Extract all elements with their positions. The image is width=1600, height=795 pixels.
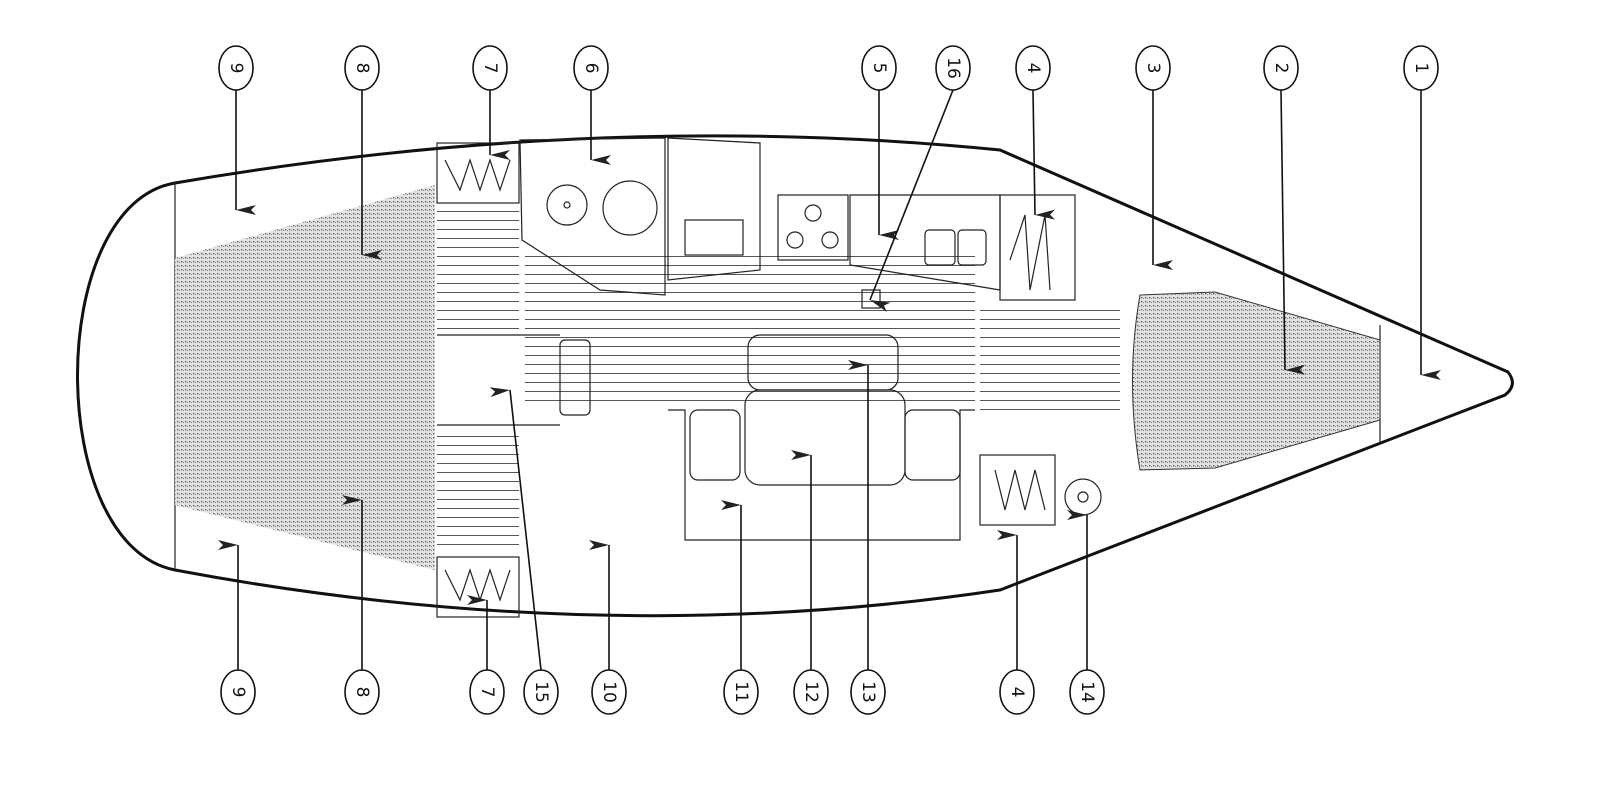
callout-number: 6 [581, 63, 601, 74]
callout-bottom-13: 13 [848, 360, 886, 715]
callout-circle [1135, 45, 1171, 91]
callout-circle [469, 669, 505, 715]
callout-circle [861, 45, 897, 91]
callout-circle [344, 45, 380, 91]
callout-top-5: 5 [861, 45, 899, 240]
callout-number: 9 [228, 687, 248, 698]
floor-aft-port [437, 210, 519, 330]
callout-bottom-11: 11 [721, 500, 759, 715]
callout-circle [935, 45, 971, 91]
callout-number: 15 [531, 681, 551, 703]
callout-circle [1263, 45, 1299, 91]
callout-number: 13 [858, 681, 878, 703]
callout-bottom-4: 4 [997, 530, 1035, 715]
floor-saloon [525, 255, 975, 405]
callout-top-2: 2 [1263, 45, 1306, 375]
callout-bottom-14: 14 [1067, 510, 1105, 715]
callout-circle [218, 45, 254, 91]
callout-number: 16 [943, 57, 963, 79]
callout-top-8: 8 [344, 45, 382, 260]
callout-arrow [1032, 89, 1056, 220]
callout-number: 9 [226, 63, 246, 74]
callout-number: 4 [1007, 687, 1027, 698]
callout-circle [523, 669, 559, 715]
callout-number: 11 [731, 681, 751, 703]
callout-circle [220, 669, 256, 715]
callout-number: 8 [352, 687, 372, 698]
callout-number: 10 [599, 681, 619, 703]
aft-berth-starboard [175, 380, 435, 570]
callout-circle [344, 669, 380, 715]
callout-circle [850, 669, 886, 715]
callout-top-6: 6 [573, 45, 611, 165]
aft-berth-port [175, 185, 435, 380]
callout-bottom-8: 8 [342, 495, 380, 715]
callout-top-9: 9 [218, 45, 256, 215]
callout-top-7: 7 [472, 45, 510, 160]
callout-bottom-10: 10 [589, 540, 627, 715]
callout-top-3: 3 [1135, 45, 1173, 270]
head-compartment [519, 137, 666, 296]
callout-arrow [489, 387, 542, 671]
callout-number: 8 [352, 63, 372, 74]
callout-circle [999, 669, 1035, 715]
callout-bottom-9: 9 [218, 540, 256, 715]
callout-number: 12 [801, 681, 821, 703]
callout-number: 7 [477, 687, 497, 698]
callout-circle [1069, 669, 1105, 715]
callout-number: 4 [1023, 63, 1043, 74]
galley [667, 137, 1001, 291]
callout-circle [472, 45, 508, 91]
callout-bottom-7: 7 [467, 595, 505, 715]
callout-circle [793, 669, 829, 715]
callout-circle [591, 669, 627, 715]
callout-number: 2 [1271, 63, 1291, 74]
callout-circle [1015, 45, 1051, 91]
callout-number: 5 [869, 63, 889, 74]
callout-circle [1403, 45, 1439, 91]
callout-number: 14 [1077, 681, 1097, 703]
floor-aft-stbd [437, 430, 519, 550]
callout-top-1: 1 [1403, 45, 1441, 380]
saloon-table-seating [437, 289, 1102, 541]
callout-number: 7 [480, 63, 500, 74]
floor-forward [980, 305, 1120, 415]
callout-number: 3 [1143, 63, 1163, 74]
callout-number: 1 [1411, 63, 1431, 74]
hull-outline [76, 134, 1514, 618]
callout-circle [723, 669, 759, 715]
callout-arrow [1280, 89, 1306, 375]
callout-bottom-12: 12 [791, 450, 829, 715]
callout-top-16: 16 [869, 45, 971, 313]
callout-circle [573, 45, 609, 91]
callout-arrow [869, 89, 954, 313]
callout-top-4: 4 [1015, 45, 1056, 220]
callout-bottom-15: 15 [489, 387, 559, 715]
forward-berth [1132, 291, 1381, 471]
